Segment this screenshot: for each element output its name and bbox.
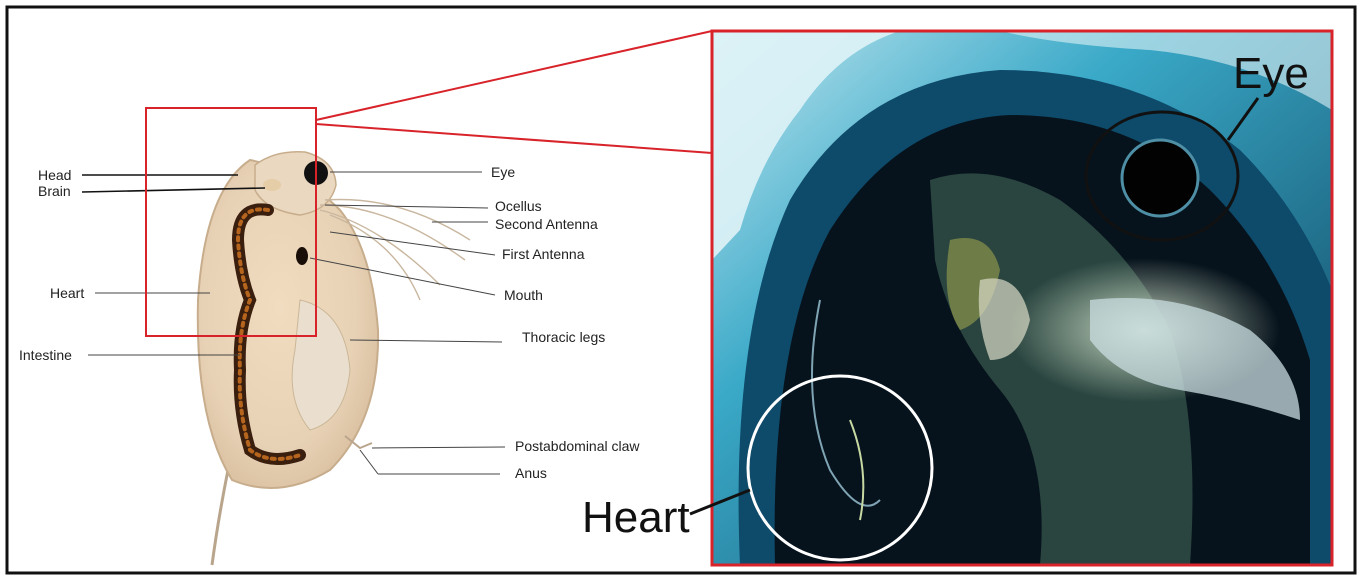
zoom-panel-image xyxy=(712,31,1332,565)
label-thoracic-legs: Thoracic legs xyxy=(522,329,605,345)
mouth-shape xyxy=(296,247,308,265)
label-first-antenna: First Antenna xyxy=(502,246,585,262)
label-second-antenna: Second Antenna xyxy=(495,216,598,232)
zoom-label-eye: Eye xyxy=(1233,49,1309,98)
label-head: Head xyxy=(38,167,71,183)
label-intestine: Intestine xyxy=(19,347,72,363)
label-brain: Brain xyxy=(38,183,71,199)
brain-shape xyxy=(263,179,281,191)
label-mouth: Mouth xyxy=(504,287,543,303)
zoom-label-heart: Heart xyxy=(582,493,690,542)
label-anus: Anus xyxy=(515,465,547,481)
label-heart: Heart xyxy=(50,285,84,301)
label-eye: Eye xyxy=(491,164,515,180)
label-postabdominal-claw: Postabdominal claw xyxy=(515,438,640,454)
label-ocellus: Ocellus xyxy=(495,198,542,214)
